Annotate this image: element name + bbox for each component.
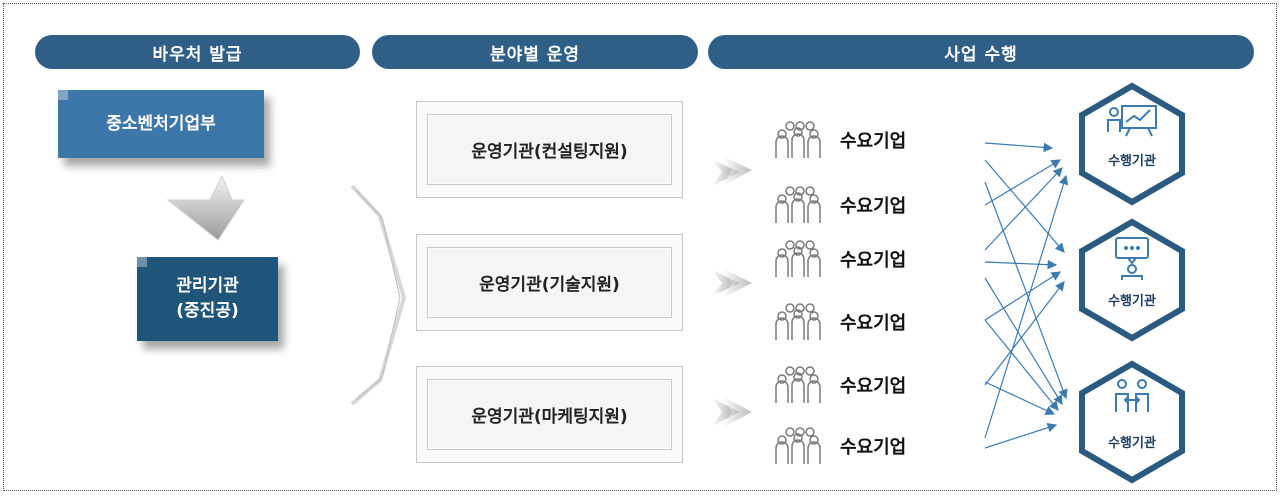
performer-label: 수행기관 <box>1108 436 1156 451</box>
people-group-icon <box>775 427 821 464</box>
demand-firm-label: 수요기업 <box>840 376 907 397</box>
manager-label-line1: 관리기관 <box>176 276 239 297</box>
manager-box: 관리기관 (중진공) <box>137 257 278 341</box>
demand-firm-1: 수요기업 <box>770 118 906 162</box>
operator-box-consulting: 운영기관(컨설팅지원) <box>416 101 683 198</box>
performer-label: 수행기관 <box>1108 154 1156 169</box>
speech-bubble-person-icon <box>1115 237 1149 280</box>
header-voucher-issue: 바우처 발급 <box>35 35 360 69</box>
demand-firm-label: 수요기업 <box>840 250 907 271</box>
hexagon-shape <box>1079 360 1185 484</box>
box-corner-tick <box>58 90 68 100</box>
performer-hex-2: 수행기관 <box>1070 218 1194 342</box>
diagram-frame <box>3 3 1277 491</box>
people-group-icon <box>775 186 821 223</box>
header-field-operation: 분야별 운영 <box>372 35 698 69</box>
people-group-icon <box>775 240 821 277</box>
operator-box-technology: 운영기관(기술지원) <box>416 234 683 331</box>
demand-firm-label: 수요기업 <box>840 131 907 152</box>
people-group-icon <box>775 303 821 340</box>
hexagon-shape <box>1079 218 1185 342</box>
demand-firm-2: 수요기업 <box>770 183 906 227</box>
operator-label: 운영기관(마케팅지원) <box>471 407 628 427</box>
header-project-execution: 사업 수행 <box>708 35 1254 69</box>
demand-firm-4: 수요기업 <box>770 300 906 344</box>
operator-label: 운영기관(기술지원) <box>479 275 620 295</box>
demand-firm-label: 수요기업 <box>840 196 907 217</box>
demand-firm-label: 수요기업 <box>840 437 907 458</box>
demand-firm-5: 수요기업 <box>770 363 906 407</box>
performer-hex-3: 수행기관 <box>1070 360 1194 484</box>
people-group-icon <box>775 366 821 403</box>
hexagon-shape <box>1079 82 1185 206</box>
ministry-label: 중소벤처기업부 <box>106 113 216 134</box>
presentation-board-icon <box>1107 105 1157 137</box>
ministry-box: 중소벤처기업부 <box>58 90 264 158</box>
box-corner-tick <box>137 257 147 267</box>
performer-label: 수행기관 <box>1108 294 1156 309</box>
manager-label-line2: (중진공) <box>176 301 239 321</box>
demand-firm-label: 수요기업 <box>840 313 907 334</box>
performer-hex-1: 수행기관 <box>1070 82 1194 206</box>
demand-firm-6: 수요기업 <box>770 424 906 468</box>
operator-label: 운영기관(컨설팅지원) <box>471 142 628 162</box>
people-group-icon <box>775 121 821 158</box>
operator-box-marketing: 운영기관(마케팅지원) <box>416 366 683 463</box>
exchange-people-icon <box>1115 379 1149 412</box>
demand-firm-3: 수요기업 <box>770 237 906 281</box>
